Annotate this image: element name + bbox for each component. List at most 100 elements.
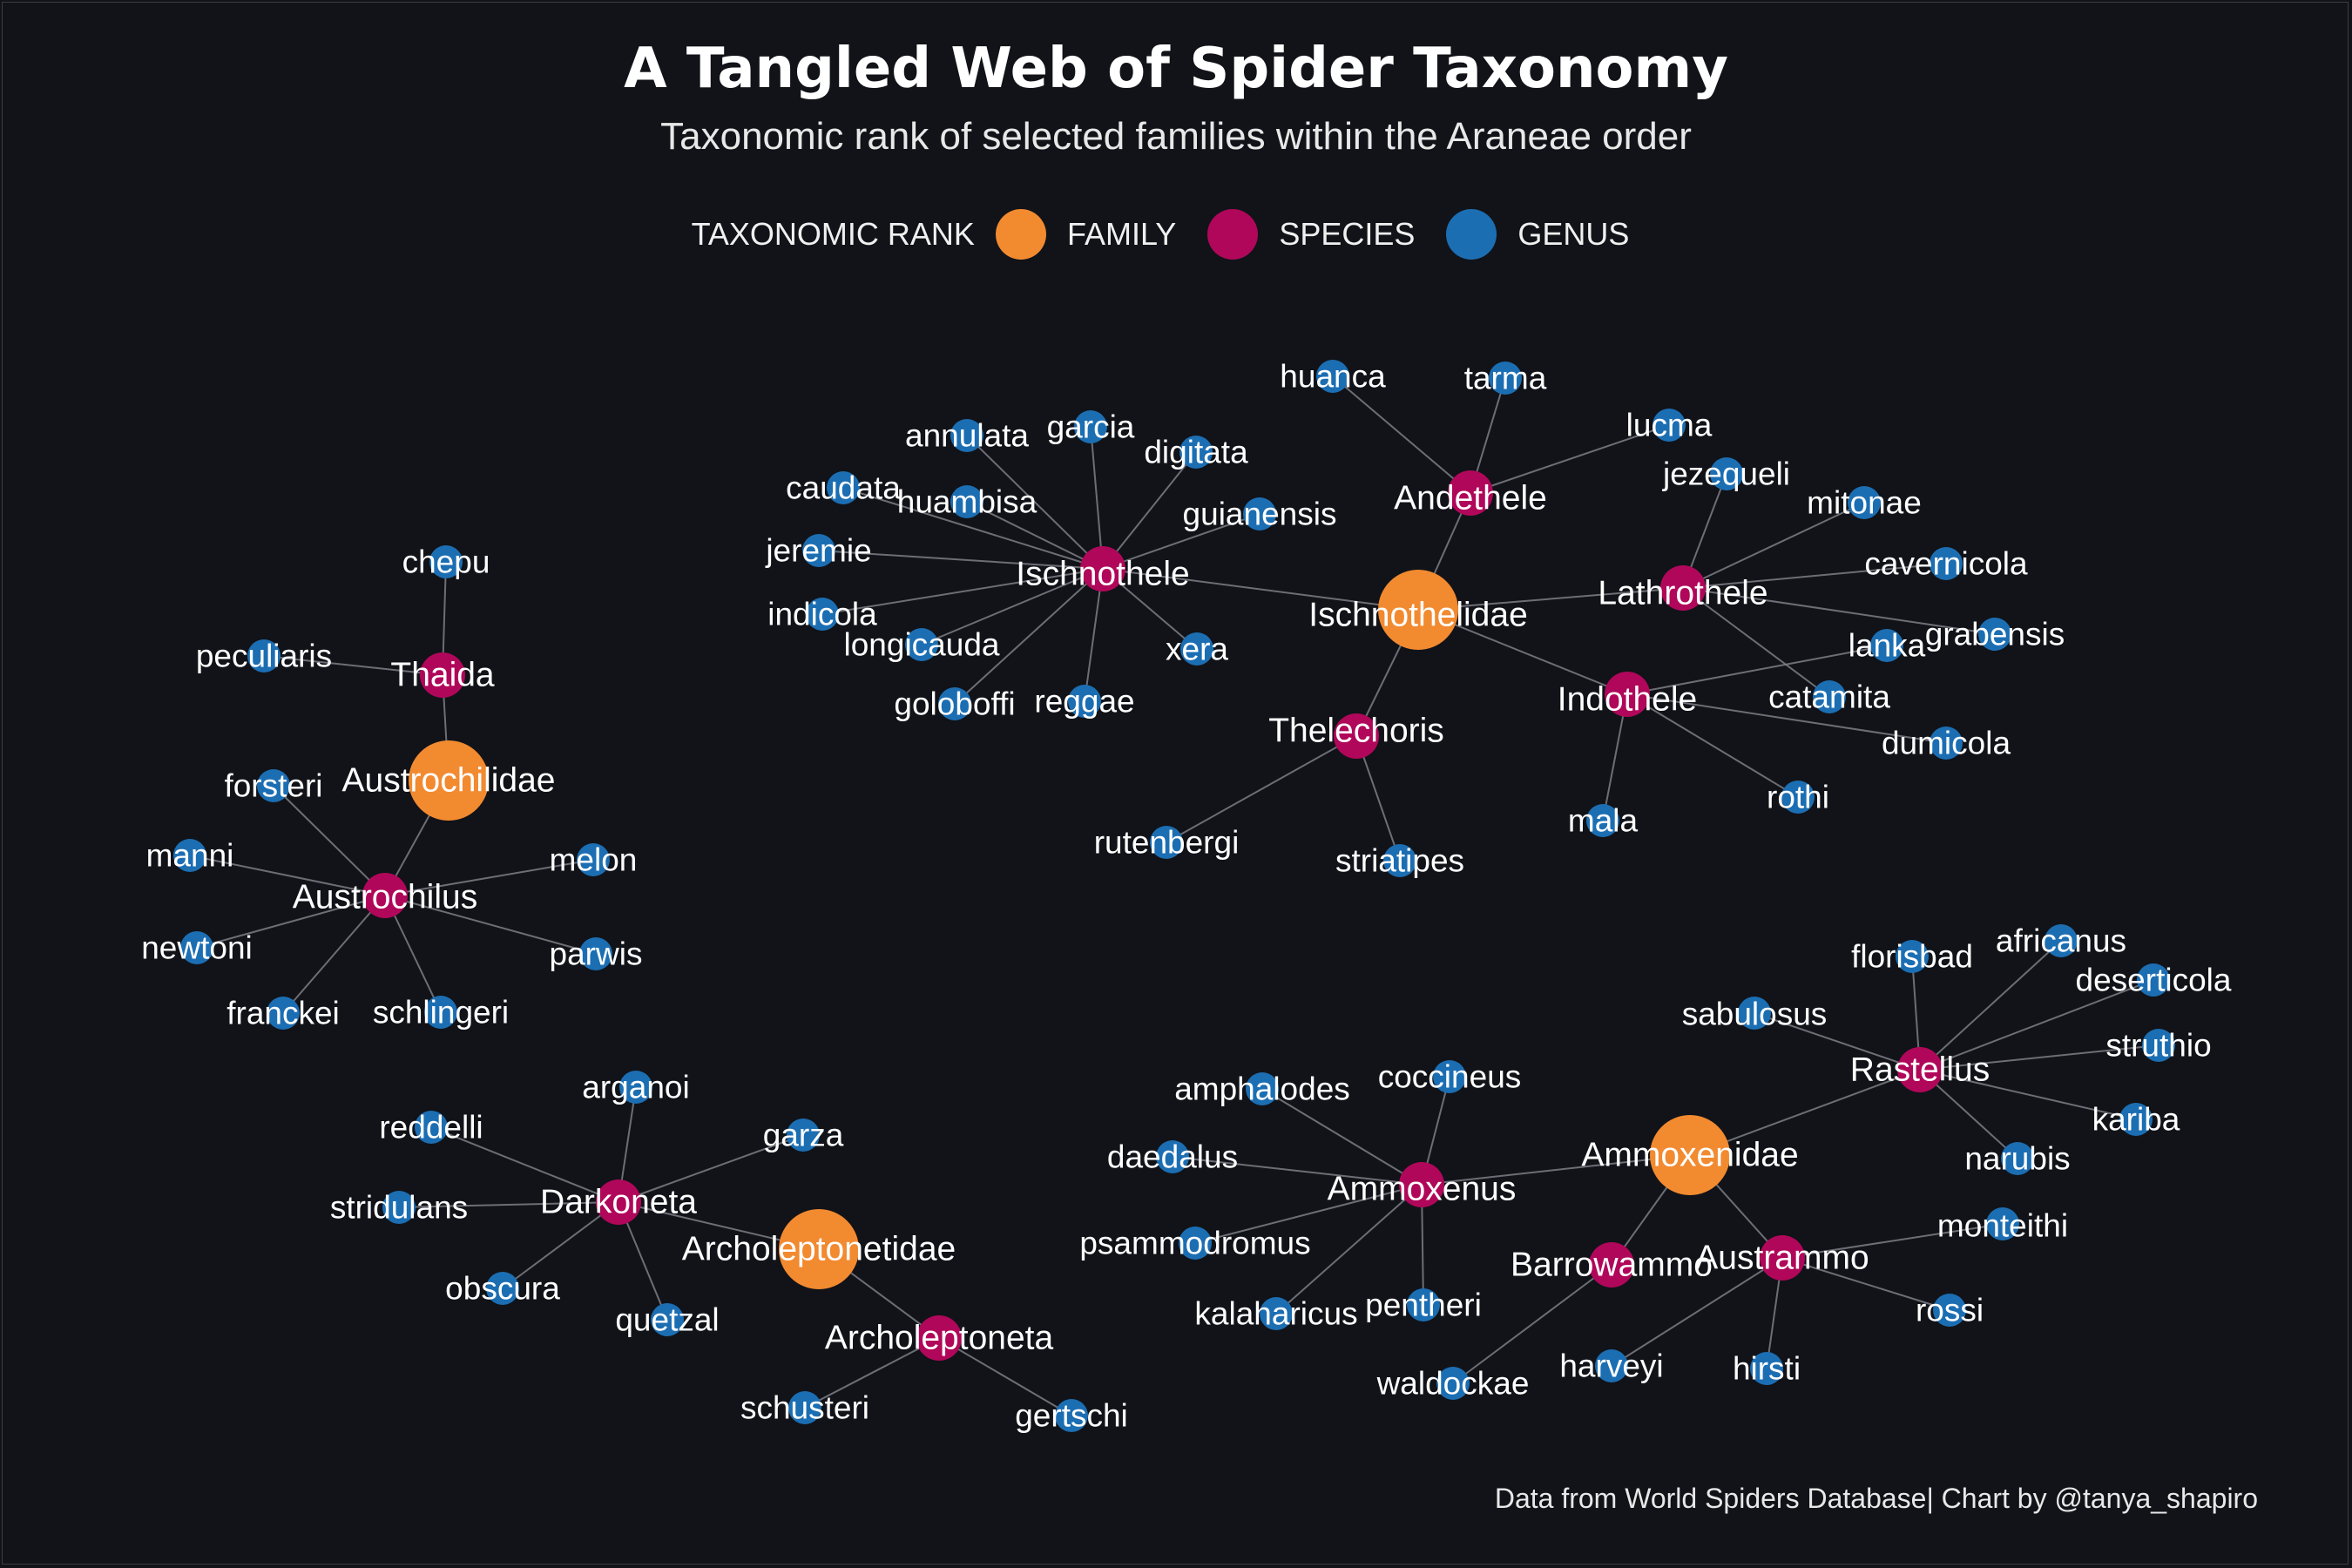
genus-node-jeremie — [802, 534, 835, 567]
genus-node-rossi — [1933, 1294, 1966, 1327]
genus-label-hirsti: hirsti — [1733, 1351, 1801, 1387]
species-label-thelechoris: Thelechoris — [1268, 713, 1444, 750]
genus-node-reddelli — [415, 1111, 448, 1144]
edge-austrammo-harveyi — [1611, 1257, 1783, 1367]
genus-label-narubis: narubis — [1964, 1141, 2070, 1177]
legend-label-species: SPECIES — [1279, 216, 1416, 252]
genus-node-goloboffi — [938, 687, 971, 720]
species-node-archoleptoneta — [916, 1315, 962, 1361]
genus-node-daedalus — [1156, 1140, 1189, 1173]
genus-node-sabulosus — [1738, 997, 1771, 1030]
genus-node-manni — [173, 839, 206, 872]
edge-ischnothele-goloboffi — [954, 568, 1104, 705]
genus-label-catamita: catamita — [1768, 679, 1890, 715]
edge-lathrothele-catamita — [1682, 587, 1830, 698]
species-label-austrochilus: Austrochilus — [293, 879, 477, 916]
genus-node-grabensis — [1978, 618, 2011, 651]
species-node-ischnothele — [1080, 546, 1125, 591]
genus-node-peculiaris — [247, 639, 280, 672]
genus-label-digitata: digitata — [1144, 435, 1248, 470]
edge-ammoxenus-daedalus — [1172, 1156, 1423, 1186]
genus-node-cavernicola — [1930, 547, 1963, 580]
genus-label-jezequeli: jezequeli — [1662, 456, 1790, 492]
genus-node-rothi — [1781, 781, 1815, 814]
species-label-archoleptoneta: Archoleptoneta — [825, 1320, 1054, 1357]
family-label-archoleptonetidae: Archoleptonetidae — [682, 1231, 956, 1268]
genus-node-caudata — [827, 471, 860, 504]
genus-label-huambisa: huambisa — [897, 484, 1037, 520]
genus-label-grabensis: grabensis — [1925, 617, 2065, 652]
edge-ischnothele-digitata — [1102, 451, 1197, 570]
edge-ischnothele-huambisa — [966, 501, 1104, 570]
genus-node-harveyi — [1595, 1349, 1628, 1382]
genus-node-mitonae — [1848, 486, 1881, 519]
genus-label-mala: mala — [1568, 803, 1639, 839]
edge-ischnothele-guianensis — [1102, 513, 1260, 570]
legend-label-family: FAMILY — [1066, 216, 1177, 252]
legend-item-family: FAMILY — [995, 209, 1177, 260]
edge-rastellus-kariba — [1919, 1069, 2137, 1120]
family-label-austrochilidae: Austrochilidae — [342, 762, 556, 800]
edge-ischnothele-garcia — [1090, 426, 1104, 570]
genus-label-stridulans: stridulans — [330, 1190, 468, 1226]
edge-andethele-lucma — [1470, 424, 1670, 494]
species-node-austrochilus — [362, 873, 408, 918]
legend-swatch-genus — [1446, 209, 1497, 260]
genus-node-xera — [1180, 632, 1213, 666]
genus-label-sabulosus: sabulosus — [1682, 997, 1828, 1032]
edge-ammoxenus-amphalodes — [1261, 1088, 1423, 1186]
edge-thaida-peculiaris — [263, 655, 443, 676]
species-label-barrowammo: Barrowammo — [1511, 1247, 1713, 1284]
genus-label-franckei: franckei — [226, 996, 340, 1031]
family-label-ammoxenidae: Ammoxenidae — [1581, 1137, 1798, 1174]
species-label-thaida: Thaida — [390, 657, 495, 694]
edge-darkoneta-reddelli — [430, 1126, 619, 1203]
genus-label-caudata: caudata — [786, 470, 901, 506]
genus-label-annulata: annulata — [905, 418, 1029, 454]
genus-label-obscura: obscura — [445, 1271, 560, 1307]
genus-node-schlingeri — [424, 996, 457, 1029]
legend-item-species: SPECIES — [1207, 209, 1415, 260]
genus-label-striatipes: striatipes — [1335, 843, 1464, 879]
genus-node-dumicola — [1930, 727, 1963, 760]
genus-node-annulata — [950, 419, 983, 452]
edge-ammoxenidae-rastellus — [1689, 1069, 1921, 1156]
chart-subtitle: Taxonomic rank of selected families with… — [660, 115, 1692, 158]
family-node-ammoxenidae — [1650, 1115, 1730, 1195]
edge-austrochilus-parwis — [384, 895, 597, 955]
genus-node-struthio — [2142, 1029, 2175, 1062]
genus-label-florisbad: florisbad — [1851, 939, 1973, 975]
edge-ammoxenidae-ammoxenus — [1421, 1154, 1691, 1186]
genus-node-kariba — [2119, 1103, 2153, 1136]
family-label-ischnothelidae: Ischnothelidae — [1308, 597, 1528, 634]
legend-swatch-species — [1207, 209, 1259, 260]
genus-label-reddelli: reddelli — [379, 1110, 483, 1146]
legend: TAXONOMIC RANK FAMILY SPECIES GENUS — [0, 206, 2352, 263]
species-label-lathrothele: Lathrothele — [1598, 575, 1767, 612]
genus-node-lucma — [1652, 409, 1686, 442]
genus-label-rothi: rothi — [1767, 780, 1829, 815]
edge-darkoneta-stridulans — [398, 1201, 619, 1208]
genus-node-gertschi — [1055, 1399, 1088, 1432]
species-label-ischnothele: Ischnothele — [1016, 556, 1189, 593]
edge-darkoneta-obscura — [502, 1201, 619, 1289]
genus-label-kalaharicus: kalaharicus — [1194, 1296, 1357, 1332]
genus-node-mala — [1586, 804, 1619, 837]
genus-label-rossi: rossi — [1916, 1293, 1984, 1328]
genus-node-chepu — [429, 545, 463, 578]
edge-austrochilus-melon — [384, 859, 594, 896]
edge-andethele-huanca — [1332, 375, 1471, 494]
edge-archoleptoneta-schusteri — [804, 1337, 940, 1409]
genus-label-cavernicola: cavernicola — [1864, 546, 2028, 582]
edge-lathrothele-grabensis — [1682, 587, 1996, 635]
species-node-andethele — [1448, 470, 1493, 516]
genus-label-dumicola: dumicola — [1882, 726, 2011, 761]
species-node-indothele — [1605, 672, 1650, 717]
genus-label-struthio: struthio — [2105, 1028, 2211, 1064]
edge-ammoxenus-psammodromus — [1194, 1184, 1423, 1244]
genus-label-psammodromus: psammodromus — [1079, 1226, 1310, 1261]
genus-node-huanca — [1316, 360, 1349, 393]
species-node-rastellus — [1897, 1047, 1943, 1092]
